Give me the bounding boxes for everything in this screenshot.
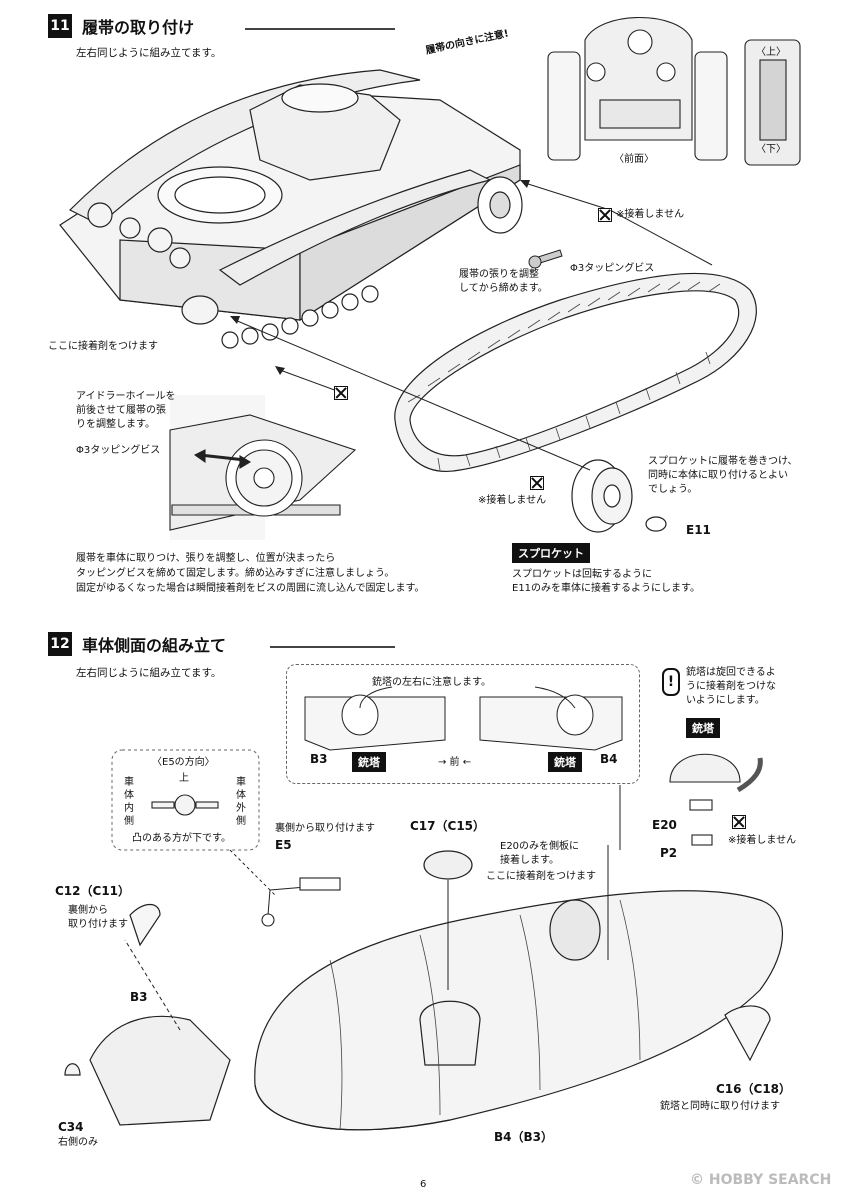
e20-note-line2: 接着します。 (500, 855, 559, 866)
idler-note-line3: りを調整します。 (76, 419, 155, 430)
idler-note-line1: アイドラーホイールを (76, 391, 176, 402)
part-e11: E11 (686, 523, 711, 537)
turret-side-box (286, 664, 640, 784)
sprocket-note-line1: スプロケットに履帯を巻きつけ、 (648, 456, 798, 467)
screw-label-1: Φ3タッピングビス (570, 263, 655, 274)
part-e5: E5 (275, 838, 292, 852)
part-b4b3: B4（B3） (494, 1130, 553, 1144)
step11-title: 履帯の取り付け (82, 18, 195, 37)
part-p2: P2 (660, 846, 678, 860)
front-arrow-label: → 前 ← (438, 757, 472, 768)
no-glue-mark-1 (598, 208, 612, 222)
step11-rule (245, 28, 395, 30)
part-e20: E20 (652, 818, 677, 832)
step12-number: 12 (48, 632, 72, 656)
e20-note-line3: ここに接着剤をつけます (486, 871, 596, 882)
sprocket-note-line3: でしょう。 (648, 484, 698, 495)
part-c12: C12（C11） (55, 884, 131, 898)
caution-note-line3: いようにします。 (686, 695, 765, 706)
caution-note-line1: 銃塔は旋回できるよ (686, 667, 776, 678)
no-glue-mark-2 (334, 386, 348, 400)
step12-title: 車体側面の組み立て (82, 636, 227, 655)
part-b4-top: B4 (600, 752, 618, 766)
e5-inner-label: 車体内側 (124, 777, 134, 827)
e5-outer-label: 車体外側 (236, 777, 246, 827)
from-back-note: 裏側から取り付けます (275, 823, 375, 834)
c34-note: 右側のみ (58, 1137, 98, 1148)
idler-note-line2: 前後させて履帯の張 (76, 405, 166, 416)
step11-tank-illustration (59, 17, 801, 533)
tension-note-line1: 履帯の張りを調整 (459, 269, 539, 280)
step11-number: 11 (48, 14, 72, 38)
no-glue-mark-3 (530, 476, 544, 490)
e5-direction-title: 〈E5の方向〉 (152, 757, 215, 768)
e5-note: 凸のある方が下です。 (132, 833, 231, 844)
view-top-label: 〈上〉 (756, 47, 786, 58)
e5-up-label: 上 (179, 773, 189, 784)
view-front-label: 〈前面〉 (614, 154, 654, 165)
part-b3-top: B3 (310, 752, 328, 766)
step12-rule (270, 646, 395, 648)
caution-icon: ! (662, 668, 680, 696)
e20-note-line1: E20のみを側板に (500, 841, 580, 852)
fix-note-line2: タッピングビスを締めて固定します。締め込みすぎに注意しましょう。 (76, 568, 395, 579)
tension-note-line2: してから締めます。 (459, 283, 548, 294)
watermark: © HOBBY SEARCH (690, 1172, 832, 1188)
page-number: 6 (420, 1179, 427, 1190)
sprocket-desc-line1: スプロケットは回転するように (512, 569, 652, 580)
step11-intro: 左右同じように組み立てます。 (76, 47, 222, 59)
part-c17: C17（C15） (410, 819, 486, 833)
c12-note-line1: 裏側から (68, 905, 108, 916)
c12-note-line2: 取り付けます (68, 919, 128, 930)
no-glue-label-1: ※接着しません (616, 209, 685, 220)
fix-note-line1: 履帯を車体に取りつけ、張りを調整し、位置が決まったら (76, 553, 336, 564)
turret-lr-note: 銃塔の左右に注意します。 (372, 677, 491, 688)
step11-header: 11 履帯の取り付け (48, 14, 194, 38)
turret-tag-right: 銃塔 (548, 752, 582, 772)
view-bottom-label: 〈下〉 (756, 144, 786, 155)
part-c34: C34 (58, 1120, 84, 1134)
no-glue-label-2: ※接着しません (478, 495, 547, 506)
sprocket-desc-line2: E11のみを車体に接着するようにします。 (512, 583, 701, 594)
turret-tag-3d: 銃塔 (686, 718, 720, 738)
step12-header: 12 車体側面の組み立て (48, 632, 226, 656)
screw-label-2: Φ3タッピングビス (76, 445, 161, 456)
part-c16: C16（C18） (716, 1082, 792, 1096)
no-glue-mark-12 (732, 815, 746, 829)
glue-here-label: ここに接着剤をつけます (48, 341, 158, 352)
turret-tag-left: 銃塔 (352, 752, 386, 772)
fix-note-line3: 固定がゆるくなった場合は瞬間接着剤をビスの周囲に流し込んで固定します。 (76, 583, 425, 594)
sprocket-tag: スプロケット (512, 543, 590, 563)
no-glue-label-12: ※接着しません (728, 835, 797, 846)
caution-note-line2: うに接着剤をつけな (686, 681, 776, 692)
sprocket-note-line2: 同時に本体に取り付けるとよい (648, 470, 788, 481)
c16-note: 銃塔と同時に取り付けます (660, 1101, 780, 1112)
part-b3: B3 (130, 990, 148, 1004)
step12-intro: 左右同じように組み立てます。 (76, 667, 222, 679)
